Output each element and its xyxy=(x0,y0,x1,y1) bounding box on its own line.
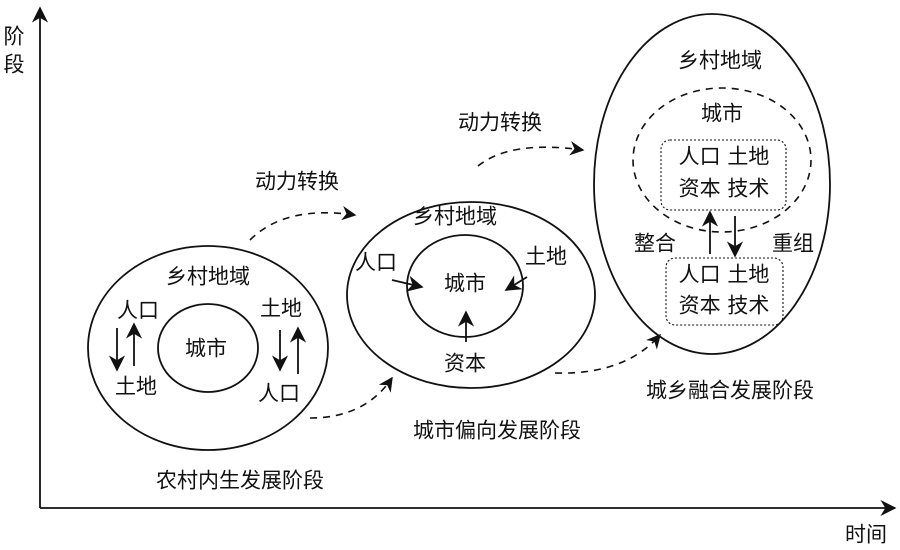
stage3-restructure-label: 重组 xyxy=(772,232,814,256)
transition-arrow-1 xyxy=(249,206,357,241)
stage2-left: 人口 xyxy=(355,251,397,275)
arrow-left-icon xyxy=(504,275,528,291)
stage1-right-bottom: 人口 xyxy=(258,382,300,406)
stage-arrow-2 xyxy=(554,333,661,374)
x-axis-label: 时间 xyxy=(845,523,887,547)
stage3-upper-line1: 人口 土地 xyxy=(679,145,770,169)
transition-label-2: 动力转换 xyxy=(458,111,542,135)
stage3-city-label: 城市 xyxy=(701,102,743,126)
stage1-city-label: 城市 xyxy=(185,337,227,361)
arrow-right-icon xyxy=(391,275,424,292)
stage2-rural-ellipse xyxy=(346,201,596,389)
stage1-title: 农村内生发展阶段 xyxy=(156,469,324,493)
stage2-right: 土地 xyxy=(525,245,567,269)
stage3-lower-line2: 资本 技术 xyxy=(679,294,770,318)
stage1-right-top: 土地 xyxy=(260,297,302,321)
stage3-lower-box xyxy=(665,257,784,326)
stage2-title: 城市偏向发展阶段 xyxy=(413,419,581,443)
stage3-rural-label: 乡村地域 xyxy=(678,49,762,73)
stage3-city-dashed-ellipse xyxy=(632,87,812,233)
stage1-rural-label: 乡村地域 xyxy=(166,265,250,289)
transition-arrow-2 xyxy=(477,141,585,167)
stage3-lower-line1: 人口 土地 xyxy=(679,263,770,287)
stage2-city-label: 城市 xyxy=(444,272,486,296)
stage3-title: 城乡融合发展阶段 xyxy=(646,379,814,403)
stage1-city-ellipse xyxy=(157,303,259,393)
stage3-integrate-label: 整合 xyxy=(634,232,676,256)
stage2-bottom: 资本 xyxy=(444,352,486,376)
stage-arrow-1 xyxy=(309,376,393,419)
y-axis-label-1: 阶 xyxy=(4,25,25,49)
y-axis-label-2: 段 xyxy=(4,53,25,77)
transition-label-1: 动力转换 xyxy=(255,170,339,194)
stage1-rural-ellipse xyxy=(87,245,329,451)
stage3-upper-line2: 资本 技术 xyxy=(679,177,770,201)
stage2-rural-label: 乡村地域 xyxy=(413,205,497,229)
stage1-left-bottom: 土地 xyxy=(115,375,157,399)
stage1-left-top: 人口 xyxy=(117,299,159,323)
stage3-rural-ellipse xyxy=(593,13,831,355)
stage3-upper-box xyxy=(660,139,787,211)
